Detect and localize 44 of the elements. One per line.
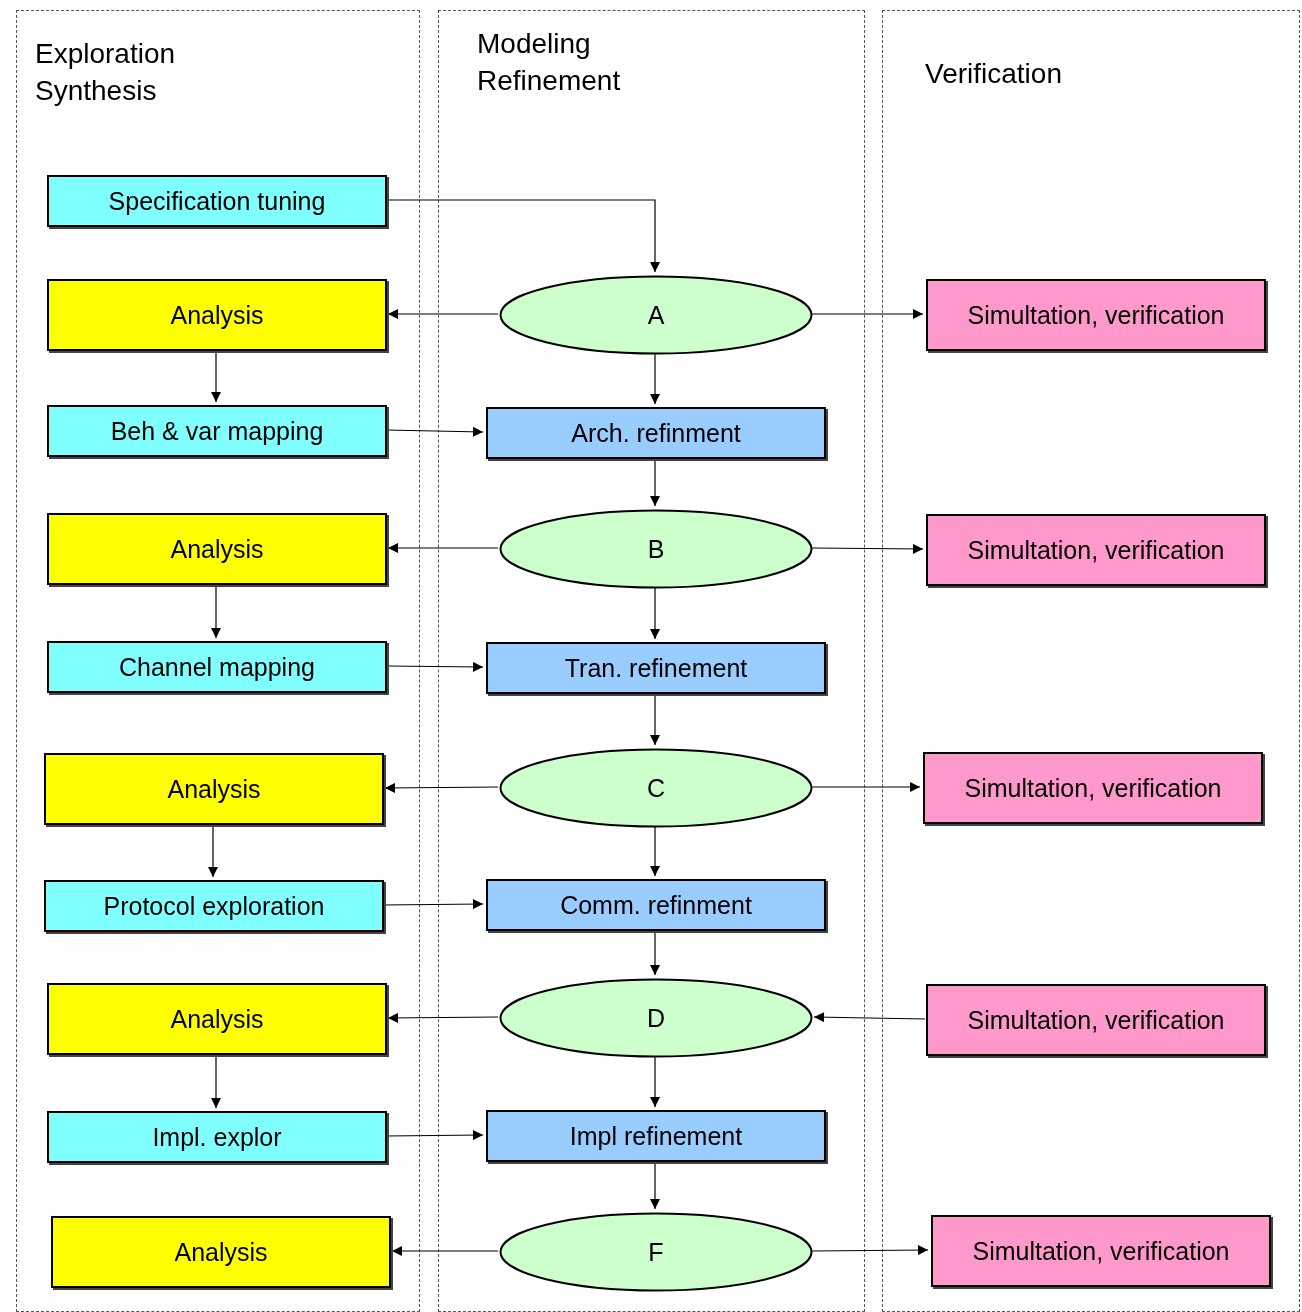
arrow (811, 543, 924, 554)
lane-title: Exploration Synthesis (35, 37, 177, 108)
arrow (650, 1056, 660, 1108)
arrow (387, 309, 499, 319)
process-box: Analysis (47, 513, 387, 585)
arrow (384, 782, 499, 793)
state-ellipse: B (499, 509, 813, 589)
process-box: Specification tuning (47, 175, 387, 227)
arrow (391, 1246, 499, 1256)
arrow (650, 353, 660, 405)
process-box: Protocol exploration (44, 880, 384, 932)
arrow (813, 1012, 926, 1023)
process-box: Channel mapping (47, 641, 387, 693)
process-box: Analysis (44, 753, 384, 825)
process-box: Comm. refinment (486, 879, 826, 931)
process-box: Simultation, verification (923, 752, 1263, 824)
process-box: Impl. explor (47, 1111, 387, 1163)
process-box: Simultation, verification (926, 514, 1266, 586)
state-ellipse: C (499, 748, 813, 828)
arrow (650, 826, 660, 877)
arrow (650, 587, 660, 640)
arrow (387, 1012, 499, 1023)
process-box: Arch. refinment (486, 407, 826, 459)
swimlane (438, 10, 865, 1312)
swimlane (882, 10, 1300, 1312)
process-box: Tran. refinement (486, 642, 826, 694)
process-box: Analysis (47, 279, 387, 351)
lane-title: Modeling Refinement (477, 27, 622, 98)
state-ellipse: A (499, 275, 813, 355)
arrow (811, 309, 924, 319)
process-box: Simultation, verification (926, 984, 1266, 1056)
process-box: Simultation, verification (931, 1215, 1271, 1287)
swimlane (16, 10, 420, 1312)
process-box: Analysis (51, 1216, 391, 1288)
lane-title: Verification (925, 57, 1063, 91)
arrow (811, 1245, 929, 1256)
state-ellipse: F (499, 1212, 813, 1292)
process-box: Beh & var mapping (47, 405, 387, 457)
state-ellipse: D (499, 978, 813, 1058)
process-box: Simultation, verification (926, 279, 1266, 351)
process-box: Impl refinement (486, 1110, 826, 1162)
process-box: Analysis (47, 983, 387, 1055)
arrow (387, 543, 499, 553)
arrow (811, 782, 921, 792)
